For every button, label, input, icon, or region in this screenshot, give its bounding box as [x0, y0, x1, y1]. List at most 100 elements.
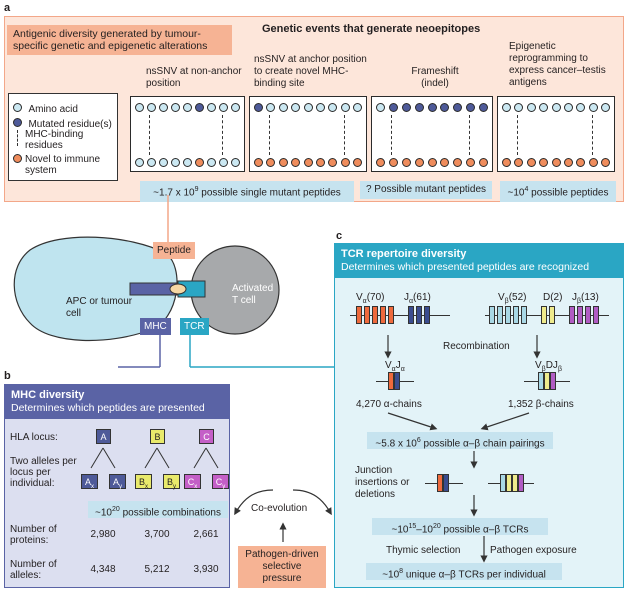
panel-c-header: TCR repertoire diversity Determines whic… [335, 244, 623, 278]
residue-dot [171, 158, 180, 167]
residue-dot [183, 103, 192, 112]
residue-dot [135, 103, 144, 112]
legend-amino-label: Amino acid [28, 104, 78, 115]
residue-dot [159, 158, 168, 167]
residue-dot [576, 158, 586, 167]
residue-dot [195, 158, 204, 167]
residue-dot [414, 103, 424, 112]
gene-segment [497, 306, 503, 324]
residue-dot [388, 158, 398, 167]
residue-dot [539, 103, 549, 112]
residue-row [135, 158, 240, 167]
residue-dot [340, 158, 350, 167]
junction-label: Junction insertions or deletions [355, 465, 410, 500]
alpha-locus [350, 306, 450, 324]
residue-dot [183, 158, 192, 167]
event-label-anchor: nsSNV at anchor position to create novel… [254, 54, 367, 89]
caption-epigenetic: ~104 possible peptides [500, 181, 616, 203]
pathogen-label: Pathogen-driven selective pressure [238, 546, 326, 588]
recombination-label: Recombination [443, 341, 510, 352]
pathogen-exposure-label: Pathogen exposure [490, 545, 577, 556]
residue-dot [171, 103, 180, 112]
mhc-label: MHC [140, 318, 171, 335]
panel-b-header: MHC diversity Determines which peptides … [5, 385, 229, 419]
residue-dot [159, 103, 168, 112]
mutated-residue-icon [13, 118, 22, 128]
gene-segment [593, 306, 599, 324]
gene-segment [500, 474, 506, 492]
residue-dot [479, 103, 488, 112]
residue-dot [588, 158, 598, 167]
residue-dot [588, 103, 598, 112]
tcell-label: Activated T cell [232, 283, 274, 306]
mutation-box-2 [249, 96, 367, 172]
mhc-binding-line [149, 115, 151, 155]
residue-dot [514, 103, 524, 112]
mhc-binding-line [221, 115, 223, 155]
allele-split-arrows [90, 447, 116, 469]
protein-count-B: 3,700 [144, 529, 170, 540]
alpha-chains-label: 4,270 α-chains [356, 399, 422, 410]
residue-dot [353, 158, 362, 167]
residue-dot [328, 103, 338, 112]
panel-a-header: Antigenic diversity generated by tumour-… [7, 25, 232, 55]
residue-dot [147, 103, 156, 112]
gene-segment [521, 306, 527, 324]
event-label-non-anchor: nsSNV at non-anchor position [146, 66, 242, 89]
residue-dot [219, 103, 228, 112]
residue-dot [551, 158, 561, 167]
vb-label: Vβ(52) [498, 292, 527, 305]
gene-segment [569, 306, 575, 324]
residue-dot [539, 158, 549, 167]
allele-A-s1: Ax [81, 474, 98, 490]
allele-C-s2: Cy [212, 474, 229, 490]
gene-segment [505, 306, 511, 324]
hla-locus-C: C [199, 429, 214, 444]
pairings-caption: ~5.8 x 106 possible α–β chain pairings [367, 432, 553, 449]
junction-alpha-chain [425, 474, 463, 492]
panel-b-title: MHC diversity [11, 389, 85, 401]
residue-row [502, 158, 610, 167]
residue-dot [440, 158, 450, 167]
gene-segment [577, 306, 583, 324]
mhc-binding-icon [17, 130, 18, 146]
beta-locus [485, 306, 609, 324]
jb-label: Jβ(13) [572, 292, 599, 305]
mhc-binding-line [391, 115, 392, 155]
residue-dot [340, 103, 350, 112]
gene-segment [513, 306, 519, 324]
gene-segment [544, 372, 550, 390]
residue-dot [401, 103, 411, 112]
residue-dot [328, 158, 338, 167]
cells-diagram [13, 195, 335, 368]
residue-dot [453, 158, 463, 167]
gene-segment [506, 474, 512, 492]
gene-segment [388, 372, 394, 390]
gene-segment [424, 306, 430, 324]
coevolution-label: Co-evolution [251, 503, 308, 514]
junction-beta-chain [488, 474, 534, 492]
residue-dot [440, 103, 450, 112]
gene-segment [356, 306, 362, 324]
mhc-binding-line [343, 115, 345, 155]
hla-locus-A: A [96, 429, 111, 444]
combinations-caption: ~1020 possible combinations [88, 501, 228, 518]
residue-dot [291, 103, 301, 112]
beta-chains-label: 1,352 β-chains [508, 399, 574, 410]
residue-dot [466, 158, 476, 167]
residue-dot [453, 103, 463, 112]
legend-mhc-label: MHC-binding residues [25, 129, 84, 151]
residue-dot [353, 103, 362, 112]
residue-dot [266, 158, 276, 167]
gene-segment [443, 474, 449, 492]
mutation-box-1 [130, 96, 245, 172]
residue-dot [207, 103, 216, 112]
allele-A-s2: Ay [109, 474, 126, 490]
allele-split-arrows [193, 447, 219, 469]
vbdjb-chain [524, 372, 570, 390]
gene-segment [380, 306, 386, 324]
arrow-beta-pair [480, 412, 530, 431]
residue-dot [514, 158, 524, 167]
residue-dot [315, 158, 325, 167]
residue-dot [315, 103, 325, 112]
